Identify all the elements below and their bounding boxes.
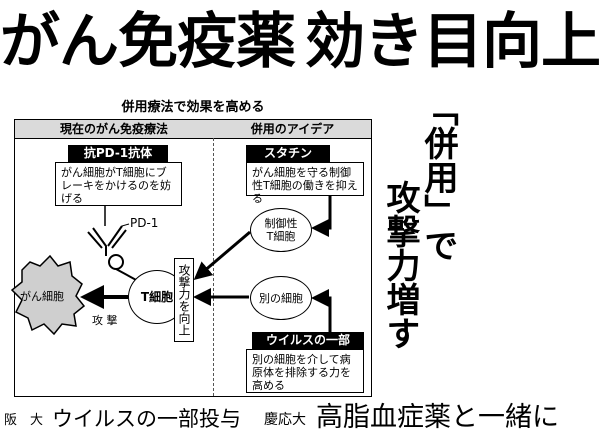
attack-up-label: 攻撃力を向上 — [177, 264, 191, 336]
attack-up-box: 攻撃力を向上 — [174, 258, 194, 342]
antibody-box-body: がん細胞がT細胞にブレーキをかけるのを妨げる — [55, 162, 182, 206]
diagram-title: 併用療法で効果を高める — [121, 100, 265, 115]
column-divider — [213, 138, 214, 396]
other-cell: 別の細胞 — [250, 276, 312, 320]
right-column-header: 併用のアイデア — [250, 122, 335, 136]
attack-label: 攻 撃 — [92, 314, 118, 327]
headline-part2: 効き目向上 — [305, 7, 600, 77]
regulatory-t-cell-label: 制御性T細胞 — [264, 217, 298, 243]
main-headline: がん免疫薬効き目向上 — [0, 0, 600, 84]
side-headline-line2: 攻撃力増す — [380, 180, 420, 350]
virus-box-body: 別の細胞を介して病原体を排除する力を高める — [246, 349, 364, 393]
diagram-header-band — [15, 120, 371, 139]
pd1-label: PD-1 — [130, 216, 159, 230]
diagram-frame — [14, 119, 372, 397]
subhead-keio-label: 慶応大 — [264, 412, 306, 428]
statin-box-title: スタチン — [246, 145, 330, 162]
pd1-receptor-icon — [87, 225, 139, 282]
virus-box-title: ウイルスの一部 — [252, 332, 364, 349]
regulatory-t-cell: 制御性T細胞 — [250, 208, 312, 252]
subhead-osaka-text: ウイルスの一部投与 — [52, 407, 241, 431]
antibody-box-title: 抗PD-1抗体 — [68, 145, 168, 162]
arrow-statin-to-treg — [311, 196, 332, 237]
left-column-header: 現在のがん免疫療法 — [59, 122, 168, 136]
pd1-leader-line — [121, 223, 130, 227]
subhead-osaka-label: 阪 大 — [4, 413, 44, 428]
headline-part1: がん免疫薬 — [0, 7, 296, 77]
subhead-keio-text: 高脂血症薬と一緒に — [316, 402, 559, 433]
arrow-treg-to-attack — [193, 230, 251, 280]
statin-box-body: がん細胞を守る制御性T細胞の働きを抑える — [246, 162, 364, 205]
arrow-virus-to-other-cell — [311, 289, 332, 332]
cancer-cell-label: がん細胞 — [20, 290, 64, 303]
t-cell-label: T細胞 — [140, 289, 174, 304]
side-headline-line1: 「併用」で — [418, 92, 458, 262]
cancer-cell-shape — [10, 254, 86, 336]
other-cell-label: 別の細胞 — [259, 291, 303, 305]
